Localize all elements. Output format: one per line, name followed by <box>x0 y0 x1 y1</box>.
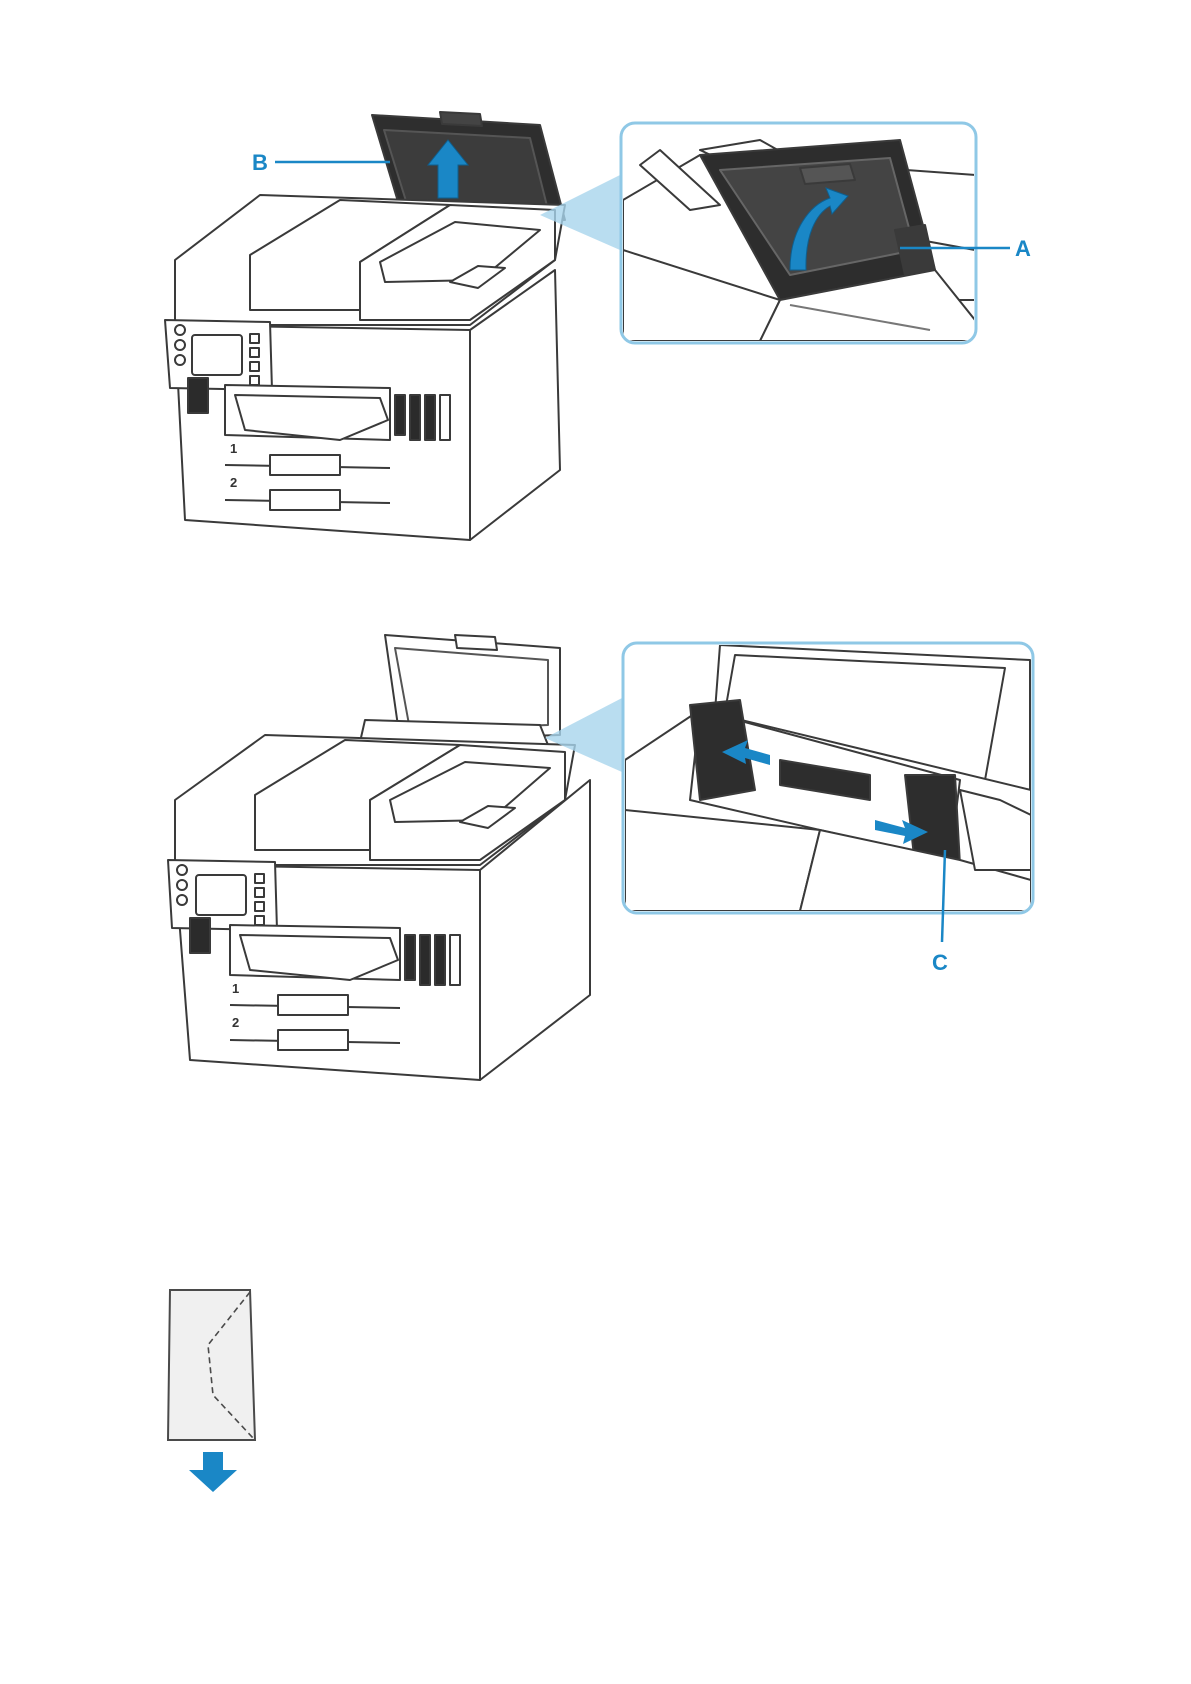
zoom-box-feed-slot-cover <box>621 123 976 343</box>
callout-b: B <box>252 150 268 175</box>
tray-1-label: 1 <box>230 441 237 456</box>
envelope-icon <box>168 1290 255 1440</box>
arrow-down-icon <box>189 1452 237 1492</box>
callout-a: A <box>1015 236 1031 261</box>
printer-illustration-2 <box>168 635 590 1080</box>
figure-envelope-orientation <box>0 1270 1191 1570</box>
printer-illustration <box>165 112 565 540</box>
callout-c: C <box>932 950 948 975</box>
figure-open-paper-support: 1 2 B A <box>0 0 1191 560</box>
tray-2-label-2: 2 <box>232 1015 239 1030</box>
tray-1-label-2: 1 <box>232 981 239 996</box>
tray-2-label: 2 <box>230 475 237 490</box>
figure-slide-paper-guides: 1 2 C <box>0 560 1191 1120</box>
lcd-screen <box>192 335 242 375</box>
zoom-box-paper-guides <box>623 643 1033 913</box>
